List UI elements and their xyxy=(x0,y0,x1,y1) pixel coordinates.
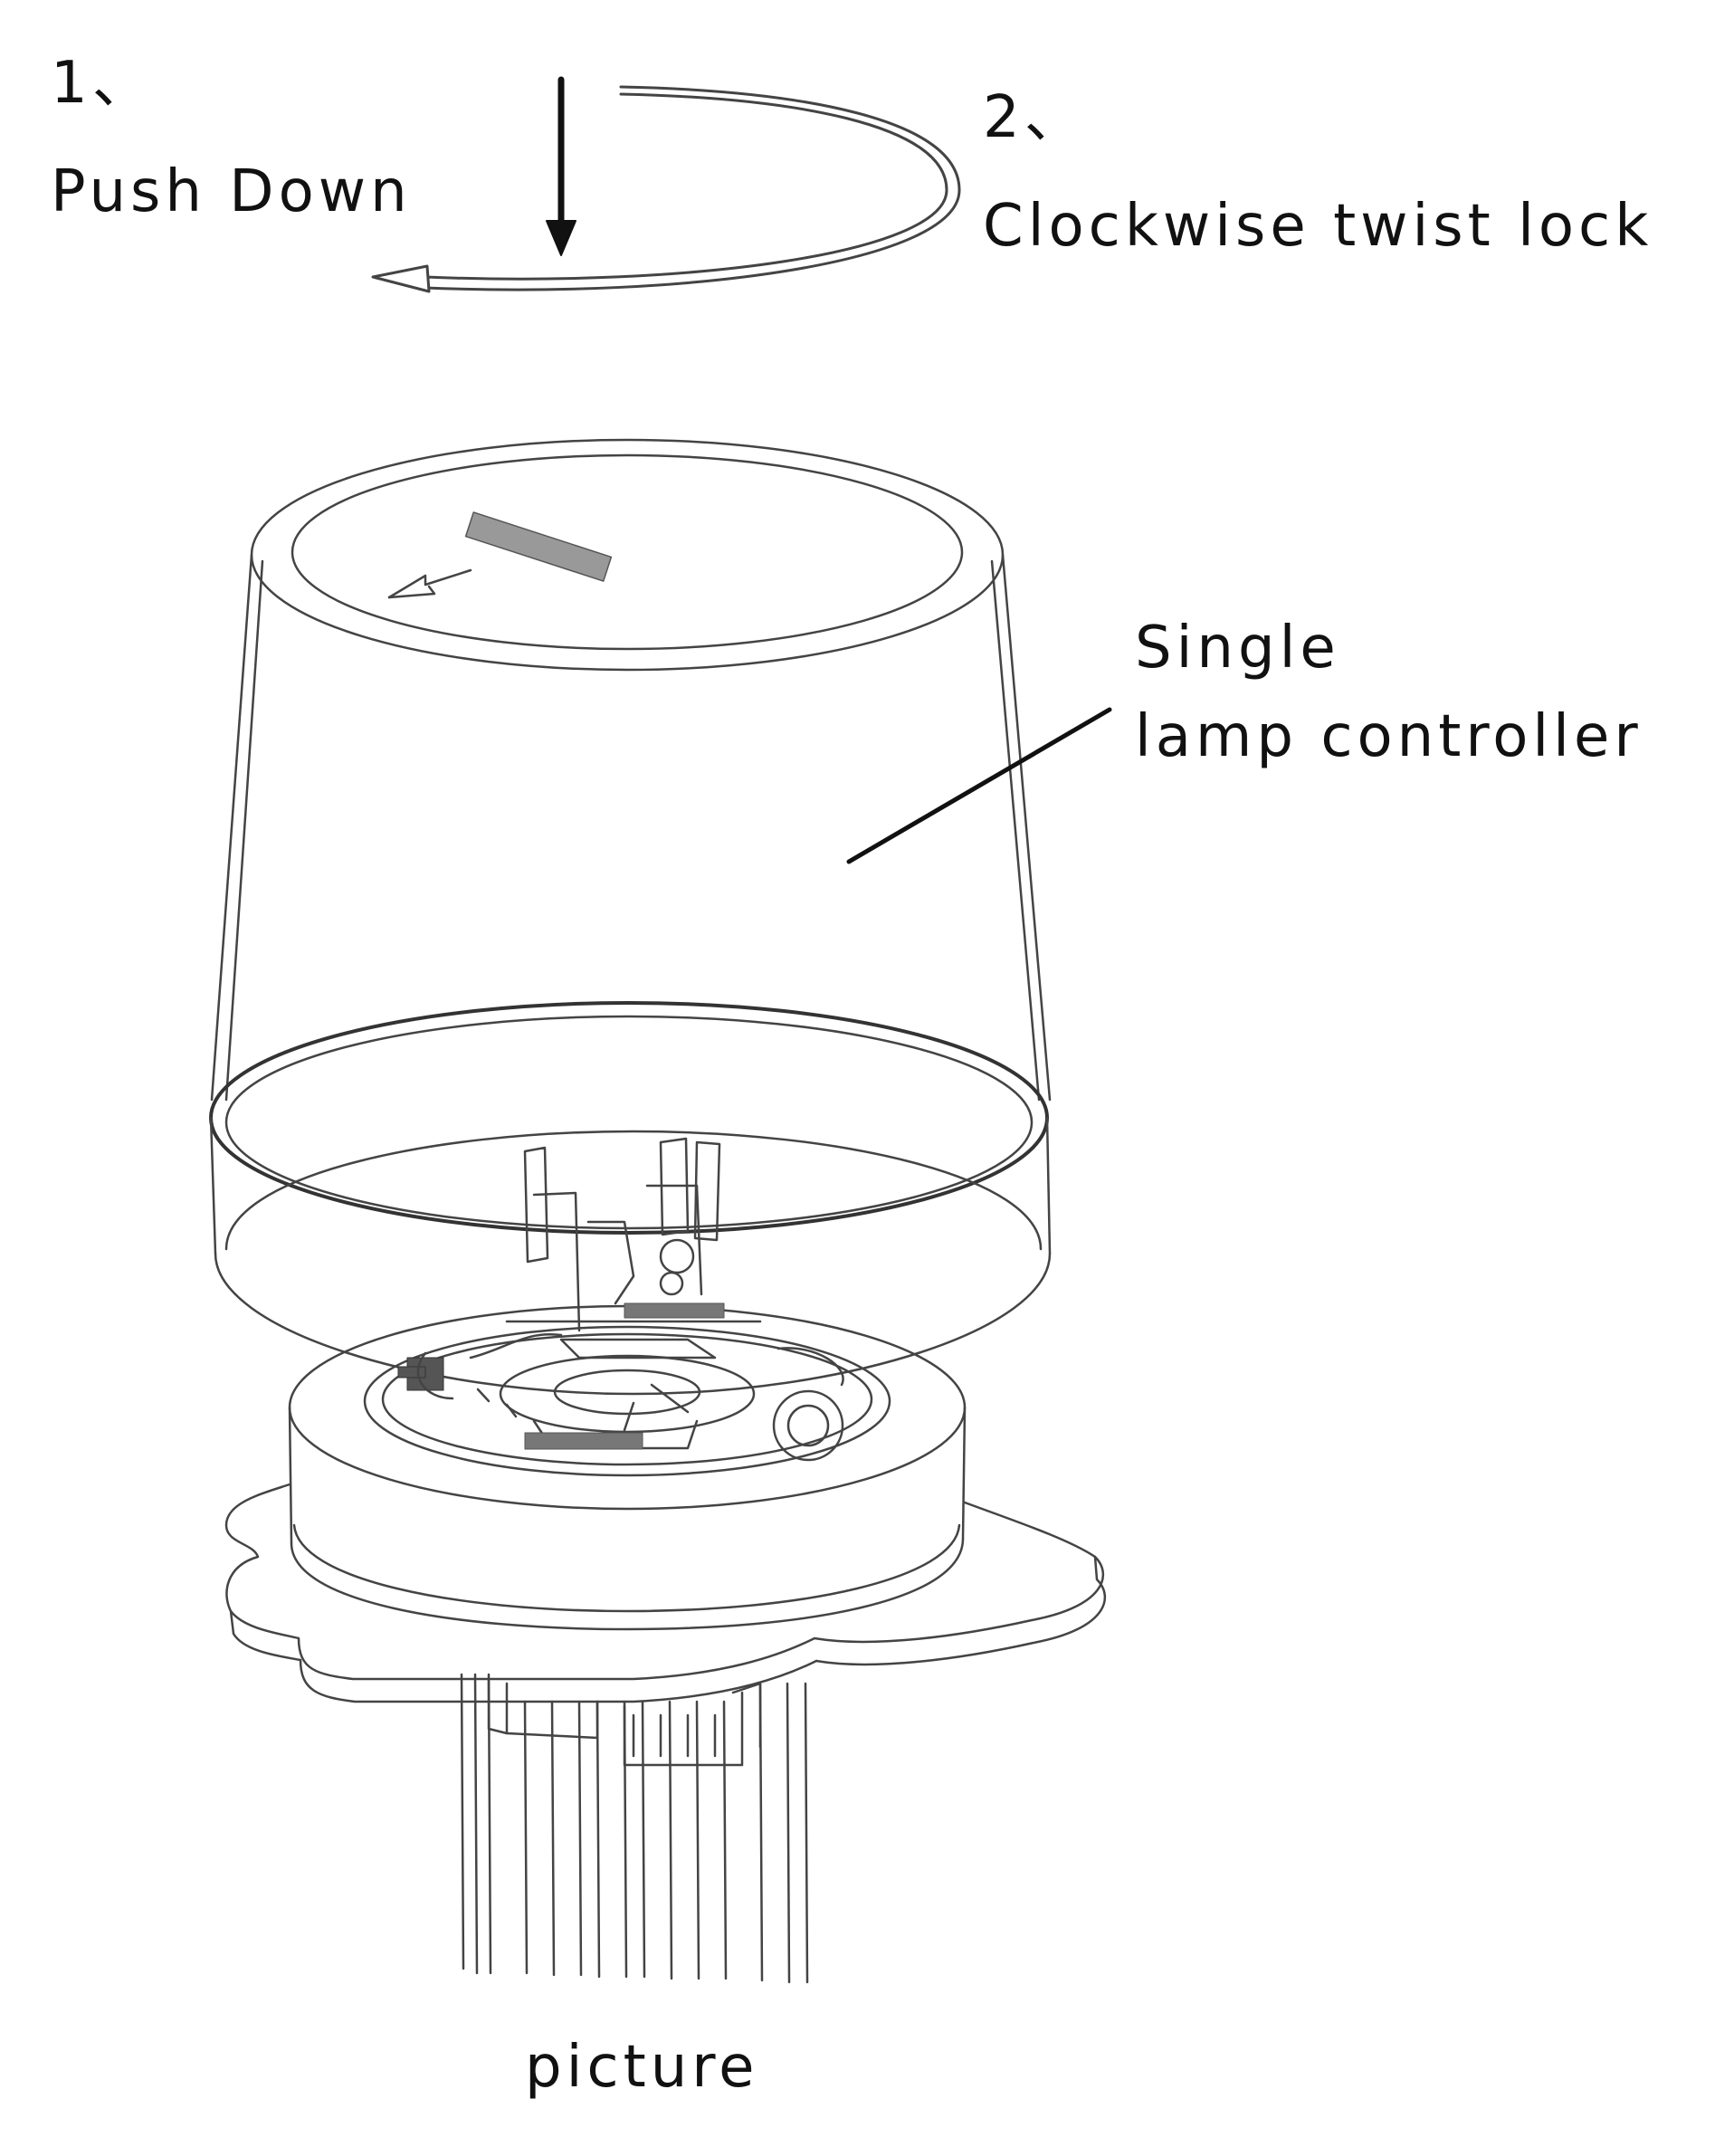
step-1-number: 1、 xyxy=(51,50,155,117)
step-2-number: 2、 xyxy=(983,84,1087,151)
clockwise-arrow-icon xyxy=(371,85,961,293)
receptacle-base xyxy=(288,1302,967,1631)
mounting-plate xyxy=(224,1483,1107,1703)
callout-label-line-1: Single xyxy=(1135,615,1340,682)
mounting-pole xyxy=(460,1673,809,1984)
step-1-instruction: Push Down xyxy=(51,158,412,225)
down-arrow-icon xyxy=(546,76,576,256)
controller-cover xyxy=(209,438,1052,1396)
figure-caption: picture xyxy=(525,2034,759,2101)
callout-leader-line xyxy=(846,707,1112,864)
step-2-instruction: Clockwise twist lock xyxy=(983,193,1653,260)
callout-label-line-2: lamp controller xyxy=(1135,703,1643,770)
contact-pins xyxy=(523,1137,721,1332)
